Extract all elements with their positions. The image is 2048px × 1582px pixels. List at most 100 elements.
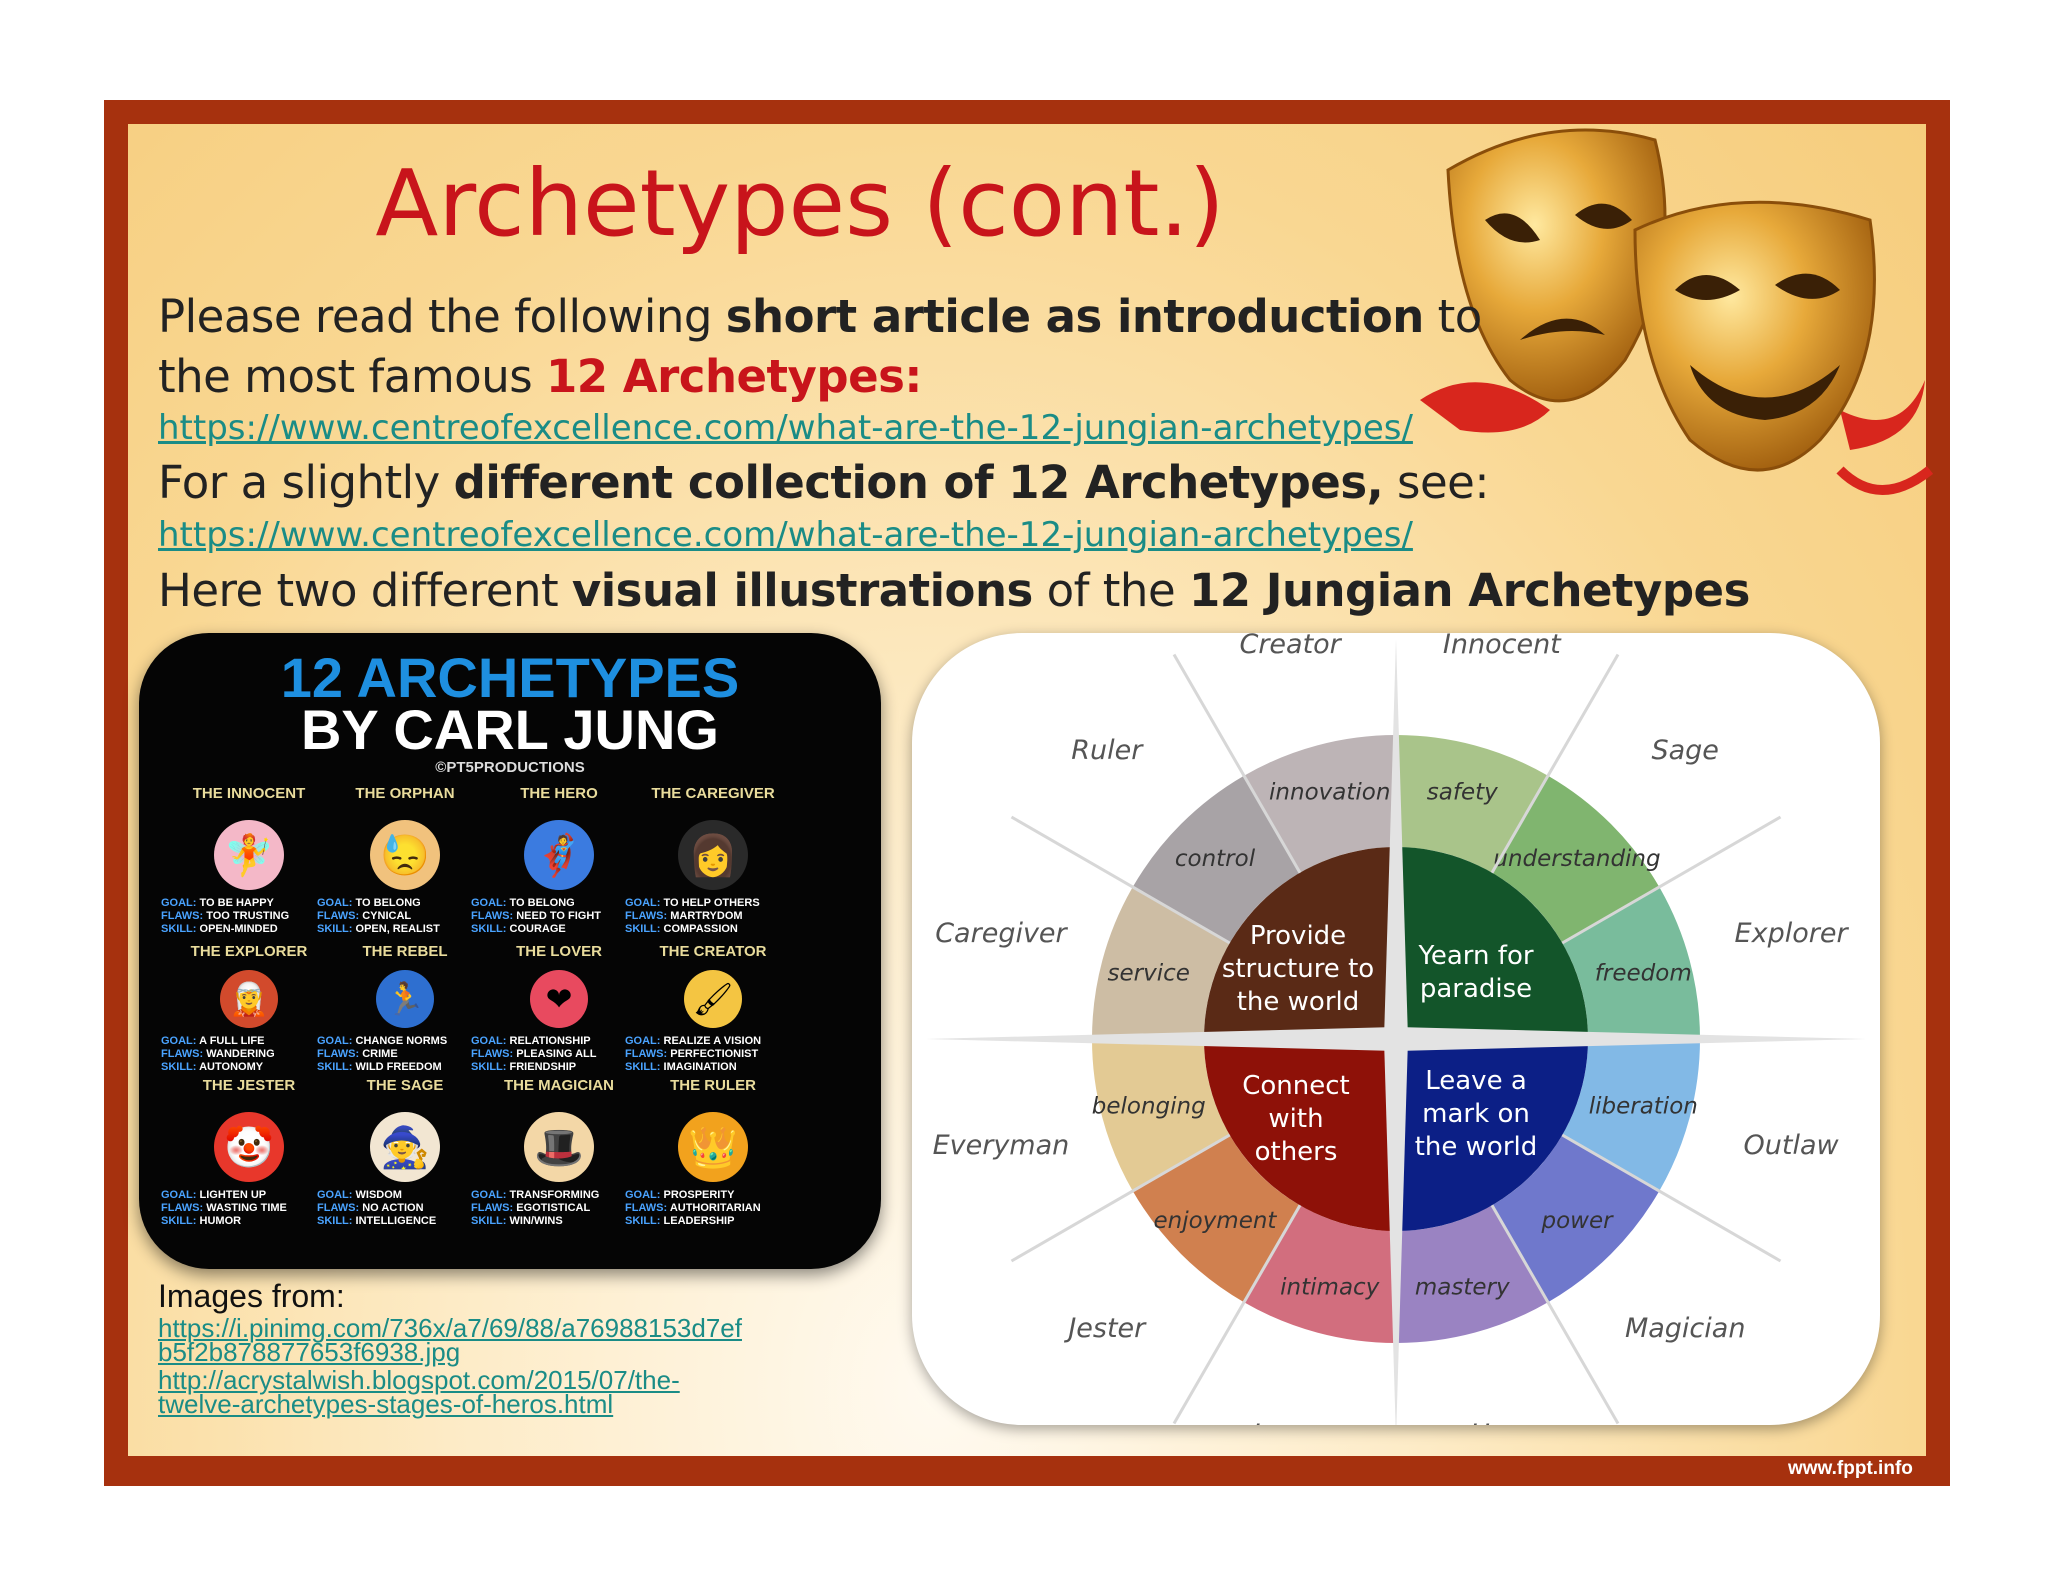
archetype-name: THE CAREGIVER (651, 785, 775, 802)
image-source-link-2-line-2[interactable]: twelve-archetypes-stages-of-heros.html (158, 1389, 614, 1419)
wheel-segment-intimacy (1244, 1205, 1396, 1343)
wheel-axis (1384, 1039, 1408, 1425)
wheel-segment-power (1492, 1135, 1660, 1303)
segment-label: innovation (1269, 780, 1390, 806)
heart-icon: ❤ (530, 970, 588, 1028)
wheel-segment-understanding (1492, 775, 1660, 943)
segment-label: understanding (1493, 846, 1660, 872)
archetype-name: THE RULER (670, 1077, 756, 1094)
intro-line-3: For a slightly different collection of 1… (158, 456, 1489, 509)
wheel-axis (1396, 1027, 1866, 1051)
archetype-label: Creator (1239, 633, 1342, 660)
wheel-center-bottom-left (1204, 1039, 1396, 1231)
archetype-label: Explorer (1735, 918, 1850, 949)
archetype-name: THE SAGE (366, 1077, 444, 1094)
brushes-icon: 🖌 (684, 970, 742, 1028)
segment-label: enjoyment (1154, 1208, 1278, 1234)
center-label: Provide (1250, 921, 1346, 951)
explorer-icon: 🧝 (220, 970, 278, 1028)
wheel-spoke (1172, 1204, 1302, 1425)
intro-line-4: Here two different visual illustrations … (158, 564, 1750, 617)
wheel-spoke (1172, 653, 1302, 874)
image-source-link-2[interactable]: http://acrystalwish.blogspot.com/2015/07… (158, 1365, 680, 1419)
archetype-name: THE LOVER (516, 943, 602, 960)
archetype-label: Lover (1253, 1419, 1330, 1425)
archetype-label: Innocent (1443, 633, 1562, 660)
wheel-center-top-right (1396, 847, 1588, 1039)
superhero-icon: 🦸 (524, 820, 594, 890)
center-label: mark on (1422, 1099, 1530, 1129)
intro-line-1: Please read the following short article … (158, 290, 1482, 343)
archetype-name: THE EXPLORER (190, 943, 308, 960)
archetypes-infographic: 12 ARCHETYPES BY CARL JUNG ©PT5PRODUCTIO… (139, 633, 881, 1269)
wheel-segment-belonging (1092, 1039, 1230, 1191)
wheel-axis (926, 1027, 1396, 1051)
segment-label: belonging (1092, 1093, 1206, 1119)
archetype-name: THE HERO (520, 785, 598, 802)
article-link-2[interactable]: https://www.centreofexcellence.com/what-… (158, 515, 1413, 555)
image-source-link-1-line-2[interactable]: b5f2b878877653f6938.jpg (158, 1337, 461, 1367)
archetype-name: THE ORPHAN (355, 785, 455, 802)
archetype-label: Sage (1651, 735, 1718, 766)
wheel-axis (1384, 639, 1408, 1039)
footer-watermark: www.fppt.info (1788, 1458, 1913, 1479)
image-source-link-2-line-1[interactable]: http://acrystalwish.blogspot.com/2015/07… (158, 1365, 680, 1395)
image-source-link-1[interactable]: https://i.pinimg.com/736x/a7/69/88/a7698… (158, 1313, 742, 1367)
wheel-spoke (1490, 653, 1620, 874)
wheel-spoke (1490, 1204, 1620, 1425)
wheel-segment-freedom (1562, 887, 1700, 1039)
segment-label: freedom (1595, 961, 1692, 987)
center-label: structure to (1222, 954, 1374, 984)
center-label: Connect (1242, 1071, 1350, 1101)
segment-label: control (1175, 846, 1256, 872)
slide-title: Archetypes (cont.) (375, 150, 1225, 257)
archetype-label: Everyman (933, 1130, 1070, 1161)
center-label: the world (1237, 987, 1360, 1017)
sage-icon: 🧙 (370, 1112, 440, 1182)
archetype-name: THE REBEL (362, 943, 448, 960)
wheel-segment-enjoyment (1132, 1135, 1300, 1303)
wheel-segment-liberation (1562, 1039, 1700, 1191)
archetype-label: Outlaw (1744, 1130, 1840, 1161)
center-label: the world (1415, 1132, 1538, 1162)
wheel-spoke (1561, 1133, 1782, 1263)
archetype-label: Magician (1625, 1313, 1746, 1344)
article-link-1[interactable]: https://www.centreofexcellence.com/what-… (158, 408, 1413, 448)
infographic-credit: ©PT5PRODUCTIONS (435, 759, 585, 776)
center-label: others (1255, 1137, 1338, 1167)
wheel-segment-safety (1396, 735, 1548, 873)
wheel-spoke (1010, 1133, 1231, 1263)
archetype-name: THE JESTER (202, 1077, 296, 1094)
image-source-link-1-line-1[interactable]: https://i.pinimg.com/736x/a7/69/88/a7698… (158, 1313, 742, 1343)
center-label: with (1268, 1104, 1323, 1134)
theater-masks-icon (1420, 128, 1934, 495)
archetype-label: Jester (1063, 1313, 1147, 1344)
wheel-segment-innovation (1244, 735, 1396, 873)
wheel-segment-control (1132, 775, 1300, 943)
images-from-label: Images from: (158, 1278, 345, 1314)
wheel-center-top-left (1204, 847, 1396, 1039)
archetype-name: THE CREATOR (659, 943, 767, 960)
wheel-segment-service (1092, 887, 1230, 1039)
wheel-spoke (1561, 815, 1782, 945)
archetype-name: THE INNOCENT (192, 785, 306, 802)
crown-icon: 👑 (678, 1112, 748, 1182)
nun-icon: 👩 (678, 820, 748, 890)
